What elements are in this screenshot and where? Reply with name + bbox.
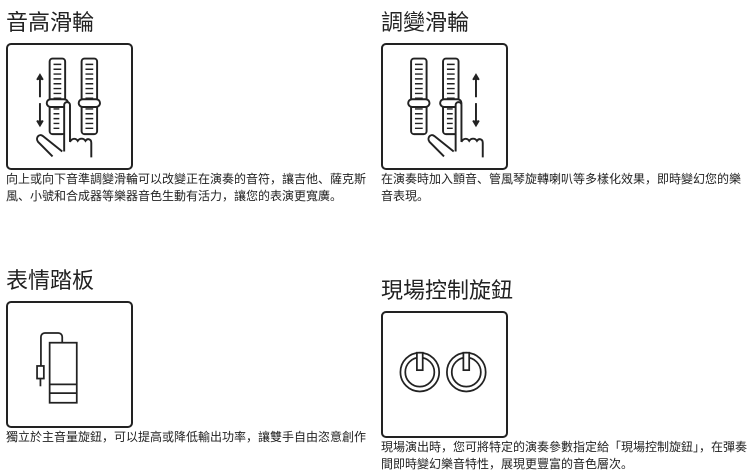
feature-expression-pedal: 表情踏板 獨立於主音量旋鈕，可以提高或降低輸出功率，讓雙手自由恣意創作	[6, 268, 376, 446]
expression-pedal-icon	[6, 301, 133, 428]
feature-description: 現場演出時，您可將特定的演奏參數指定給「現場控制旋鈕」，在彈奏間即時變幻樂音特性…	[381, 440, 748, 471]
feature-modulation-wheel: 調變滑輪 在演奏時加入顫音、管風琴旋轉喇叭等多樣化效果，即時變幻您的樂音表現。	[381, 10, 750, 205]
feature-title: 音高滑輪	[6, 10, 95, 35]
live-control-knobs-icon	[381, 311, 508, 438]
feature-description: 向上或向下音準調變滑輪可以改變正在演奏的音符，讓吉他、薩克斯風、小號和合成器等樂…	[6, 172, 367, 203]
modulation-wheel-icon	[381, 43, 508, 170]
pitch-wheel-icon	[6, 43, 133, 170]
feature-description: 獨立於主音量旋鈕，可以提高或降低輸出功率，讓雙手自由恣意創作	[6, 430, 367, 444]
feature-title: 表情踏板	[6, 268, 95, 293]
feature-title: 現場控制旋鈕	[381, 278, 514, 303]
feature-live-control-knobs: 現場控制旋鈕 現場演出時，您可將特定的演奏參數指定給「現場控制旋鈕」，在彈奏間即…	[381, 278, 750, 473]
feature-title: 調變滑輪	[381, 10, 470, 35]
feature-description: 在演奏時加入顫音、管風琴旋轉喇叭等多樣化效果，即時變幻您的樂音表現。	[381, 172, 742, 203]
feature-pitch-wheel: 音高滑輪 向上或向下音準調變滑輪可以改變正在演奏的音符，讓吉他、薩克斯風、小號和…	[6, 10, 376, 205]
